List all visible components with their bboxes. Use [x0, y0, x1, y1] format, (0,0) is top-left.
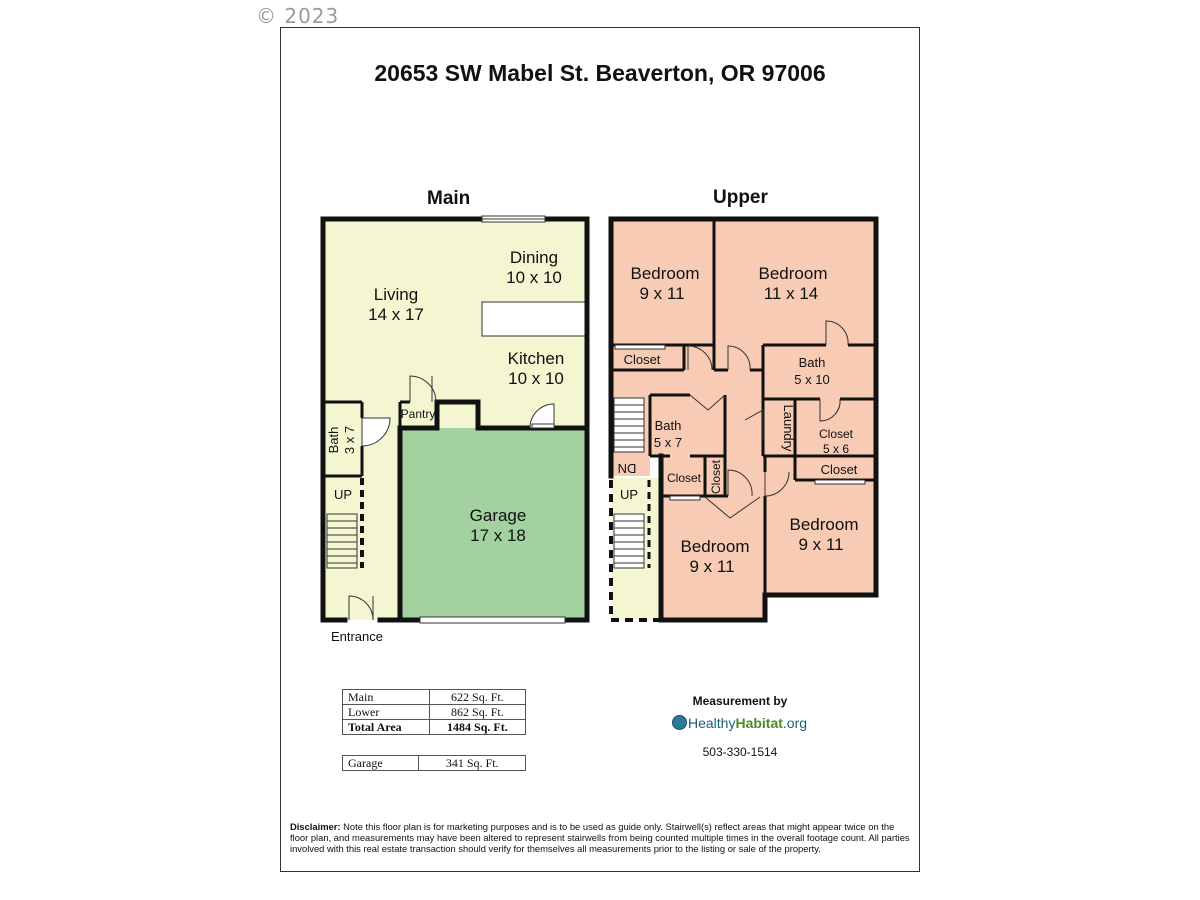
main-level [320, 215, 590, 624]
entrance-label: Entrance [331, 629, 383, 644]
laundry-label: Laundry [781, 405, 796, 452]
table-row: Lower 862 Sq. Ft. [342, 704, 527, 720]
living-size: 14 x 17 [368, 305, 424, 324]
garage-area-table: Garage 341 Sq. Ft. [341, 755, 526, 771]
table-row: Garage 341 Sq. Ft. [341, 755, 526, 771]
area-value: 1484 Sq. Ft. [428, 719, 527, 735]
closet-1-label: Closet [624, 352, 661, 367]
kitchen-island [481, 301, 588, 337]
upper-bath-1-name: Bath [799, 355, 826, 370]
area-label: Lower [342, 704, 430, 720]
bedroom-4-size: 9 x 11 [798, 535, 843, 554]
healthy-habitat-logo: HealthyHabitat.org [672, 715, 807, 731]
bedroom-4-name: Bedroom [790, 515, 859, 534]
logo-text-a: Healthy [688, 715, 736, 731]
area-value: 862 Sq. Ft. [428, 704, 527, 720]
garage-area [400, 428, 587, 620]
phone-number: 503-330-1514 [702, 745, 778, 759]
garage-size: 17 x 18 [470, 526, 526, 545]
dining-size: 10 x 10 [506, 268, 562, 287]
closet-5-label: Closet [709, 459, 723, 494]
logo-text-c: .org [782, 715, 808, 731]
upper-level-title: Upper [713, 187, 768, 208]
upper-floor-area [611, 219, 876, 620]
copyright-notice: © 2023 [256, 4, 340, 28]
bedroom-1-size: 9 x 11 [639, 284, 684, 303]
area-label: Main [342, 689, 430, 705]
table-row: Total Area 1484 Sq. Ft. [342, 719, 527, 735]
garage-name: Garage [470, 506, 527, 525]
area-value: 622 Sq. Ft. [428, 689, 527, 705]
living-name: Living [374, 285, 418, 304]
pantry-label: Pantry [401, 407, 436, 421]
main-bath-size: 3 x 7 [342, 426, 357, 454]
upper-bath-2-size: 5 x 7 [654, 435, 682, 450]
garage-area-value: 341 Sq. Ft. [418, 755, 526, 771]
main-bath-name: Bath [326, 427, 341, 454]
closet-4-label: Closet [667, 471, 702, 485]
closet-3-label: Closet [821, 462, 858, 477]
main-stairs [326, 513, 358, 569]
upper-stairs [613, 397, 645, 569]
upper-level [531, 216, 879, 623]
main-level-title: Main [427, 188, 471, 209]
bedroom-3-size: 9 x 11 [689, 557, 734, 576]
area-label: Total Area [342, 719, 430, 735]
measurement-by-label: Measurement by [692, 694, 788, 708]
page-title: 20653 SW Mabel St. Beaverton, OR 97006 [374, 60, 826, 86]
kitchen-name: Kitchen [508, 349, 565, 368]
main-up-label: UP [334, 487, 352, 502]
down-label: DN [618, 461, 637, 476]
closet-2-size: 5 x 6 [823, 442, 849, 456]
logo-text-b: Habitat [735, 715, 783, 731]
disclaimer-text: Disclaimer: Note this floor plan is for … [290, 821, 914, 854]
globe-icon [672, 715, 687, 730]
table-row: Main 622 Sq. Ft. [342, 689, 527, 705]
bedroom-2-name: Bedroom [759, 264, 828, 283]
area-summary-table: Main 622 Sq. Ft. Lower 862 Sq. Ft. Total… [342, 689, 527, 735]
closet-2-name: Closet [819, 427, 854, 441]
bedroom-2-size: 11 x 14 [764, 284, 819, 303]
bedroom-1-name: Bedroom [631, 264, 700, 283]
dining-name: Dining [510, 248, 558, 267]
disclaimer-body: Note this floor plan is for marketing pu… [290, 821, 910, 854]
upper-bath-2-name: Bath [655, 418, 682, 433]
kitchen-size: 10 x 10 [508, 369, 564, 388]
disclaimer-label: Disclaimer: [290, 821, 341, 832]
upper-up-label: UP [620, 487, 638, 502]
garage-area-label: Garage [341, 755, 420, 771]
upper-bath-1-size: 5 x 10 [794, 372, 829, 387]
bedroom-3-name: Bedroom [681, 537, 750, 556]
